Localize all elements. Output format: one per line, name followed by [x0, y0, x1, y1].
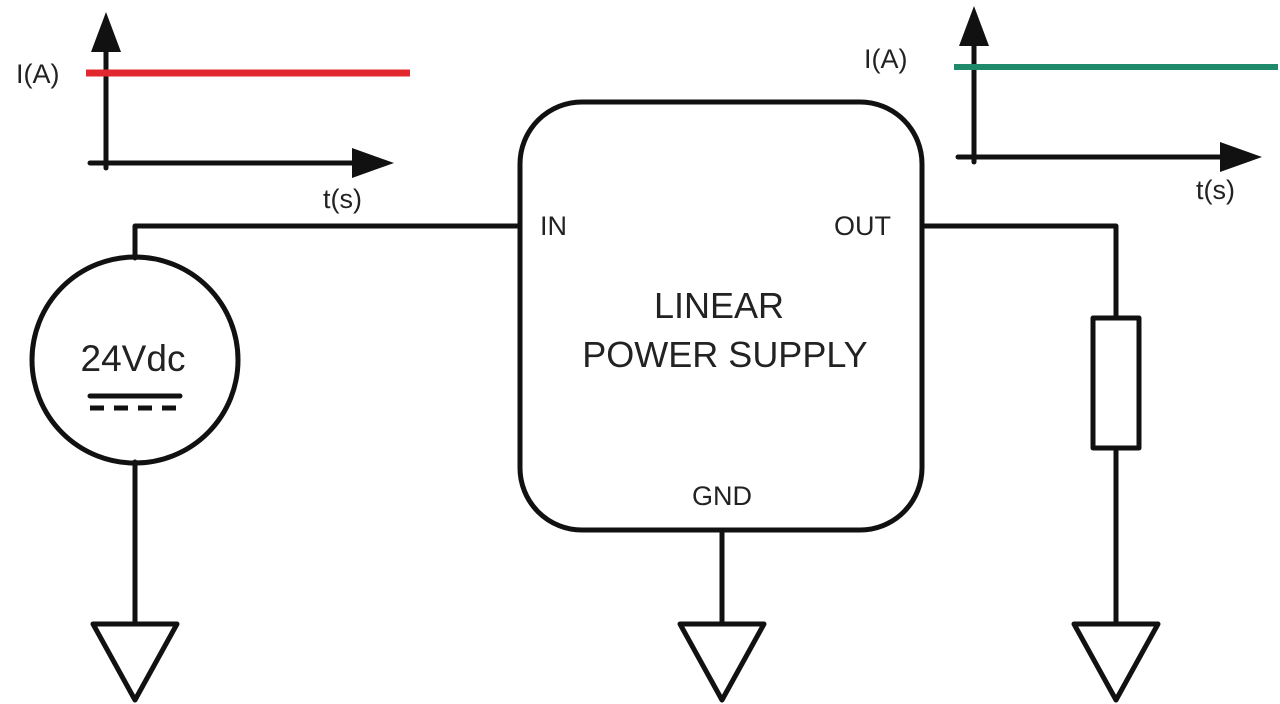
output-wire: [919, 223, 1119, 321]
input-graph-x-label: t(s): [323, 184, 362, 214]
supply-out-label: OUT: [834, 211, 891, 241]
output-graph-y-arrow: [959, 6, 989, 46]
source-voltage-label: 24Vdc: [81, 338, 186, 379]
input-graph-y-arrow: [91, 12, 121, 52]
supply-title-line1: LINEAR: [654, 285, 784, 326]
supply-ground-symbol: [677, 621, 767, 703]
source-circle: [29, 254, 241, 466]
input-graph-x-arrow: [352, 148, 394, 178]
supply-title-line2: POWER SUPPLY: [582, 334, 867, 375]
source-ground-symbol: [90, 621, 180, 703]
output-current-graph: I(A) t(s): [864, 6, 1278, 205]
linear-power-supply-block: LINEAR POWER SUPPLY IN OUT GND: [517, 99, 925, 533]
supply-gnd-label: GND: [692, 481, 752, 511]
load-resistor: [1090, 315, 1142, 451]
supply-in-label: IN: [540, 211, 567, 241]
supply-box: [517, 99, 925, 533]
output-graph-x-label: t(s): [1196, 175, 1235, 205]
load-ground-symbol: [1071, 621, 1161, 703]
dc-voltage-source: 24Vdc: [29, 254, 241, 466]
output-graph-x-arrow: [1220, 142, 1262, 172]
input-wire: [132, 223, 523, 261]
output-graph-y-label: I(A): [864, 44, 908, 74]
input-graph-y-label: I(A): [16, 59, 60, 89]
input-current-graph: I(A) t(s): [16, 12, 410, 214]
